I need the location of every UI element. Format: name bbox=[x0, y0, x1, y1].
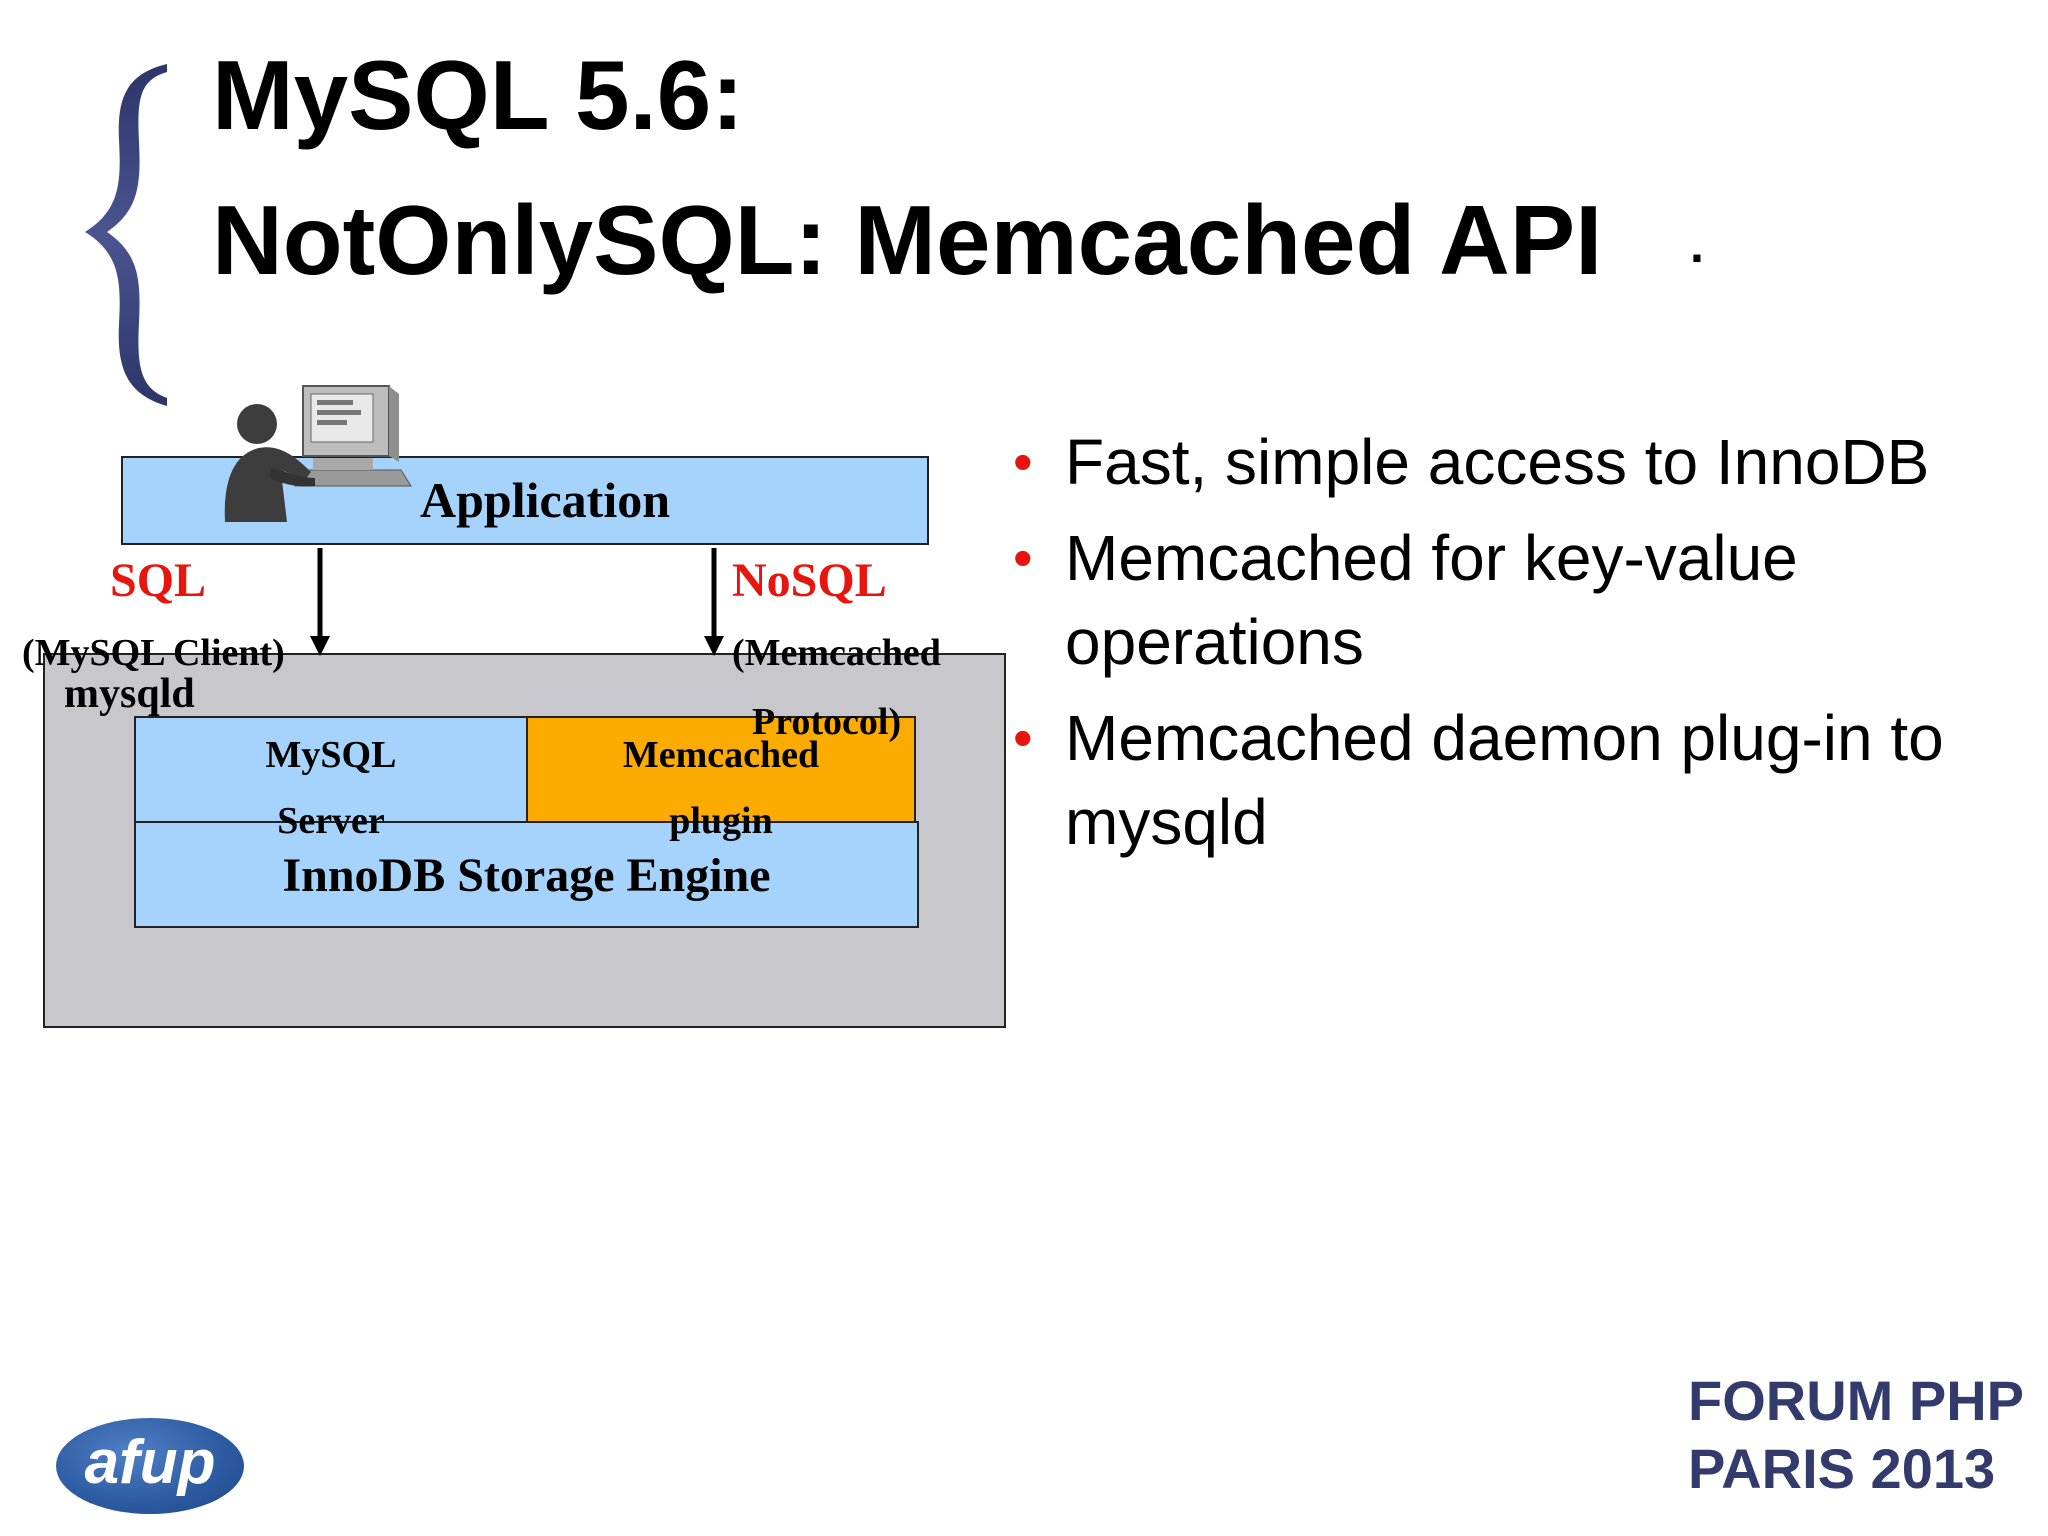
bullet-item: • Fast, simple access to InnoDB bbox=[1005, 420, 2025, 504]
bullet-text: Fast, simple access to InnoDB bbox=[1065, 426, 1930, 498]
user-at-computer-icon bbox=[224, 385, 412, 522]
bullet-dot-icon: • bbox=[1013, 430, 1033, 493]
bullet-text: Memcached for key-value operations bbox=[1065, 522, 1798, 678]
paris-2013-label: PARIS 2013 bbox=[1688, 1437, 1996, 1500]
memcached-protocol-label-line1: (Memcached bbox=[732, 632, 941, 674]
nosql-label: NoSQL bbox=[732, 554, 887, 607]
feature-bullet-list: • Fast, simple access to InnoDB • Memcache… bbox=[1005, 420, 2025, 876]
mysql-client-label: (MySQL Client) bbox=[22, 632, 285, 674]
afup-logo-ellipse bbox=[56, 1418, 244, 1514]
afup-logo: afup bbox=[56, 1418, 244, 1514]
application-label: Application bbox=[419, 472, 671, 528]
innodb-storage-engine-label: InnoDB Storage Engine bbox=[282, 849, 771, 902]
mysql-server-label-line1: MySQL bbox=[265, 734, 397, 776]
slide-title-period: . bbox=[1690, 217, 1704, 273]
mysql-server-label-line2: Server bbox=[277, 800, 385, 842]
sql-label: SQL bbox=[110, 554, 207, 607]
forum-php-label: FORUM PHP bbox=[1688, 1369, 2024, 1432]
slide-title-line2: NotOnlySQL: Memcached API bbox=[212, 185, 1603, 295]
bullet-dot-icon: • bbox=[1013, 706, 1033, 769]
innodb-storage-engine-box bbox=[134, 821, 919, 928]
bullet-text: Memcached daemon plug-in to mysqld bbox=[1065, 702, 1944, 858]
memcached-plugin-box bbox=[526, 716, 916, 824]
bullet-item: • Memcached daemon plug-in to mysqld bbox=[1005, 696, 2025, 864]
mysqld-label: mysqld bbox=[64, 671, 195, 717]
bullet-dot-icon: • bbox=[1013, 526, 1033, 589]
memcached-protocol-label-line2: Protocol) bbox=[752, 701, 902, 743]
afup-logo-text: afup bbox=[84, 1428, 216, 1497]
bullet-item: • Memcached for key-value operations bbox=[1005, 516, 2025, 684]
memcached-plugin-label-line1: Memcached bbox=[622, 734, 820, 776]
curly-brace-icon bbox=[85, 64, 167, 406]
memcached-plugin-label-line2: plugin bbox=[669, 800, 773, 842]
slide-title-line1: MySQL 5.6: bbox=[212, 40, 744, 150]
